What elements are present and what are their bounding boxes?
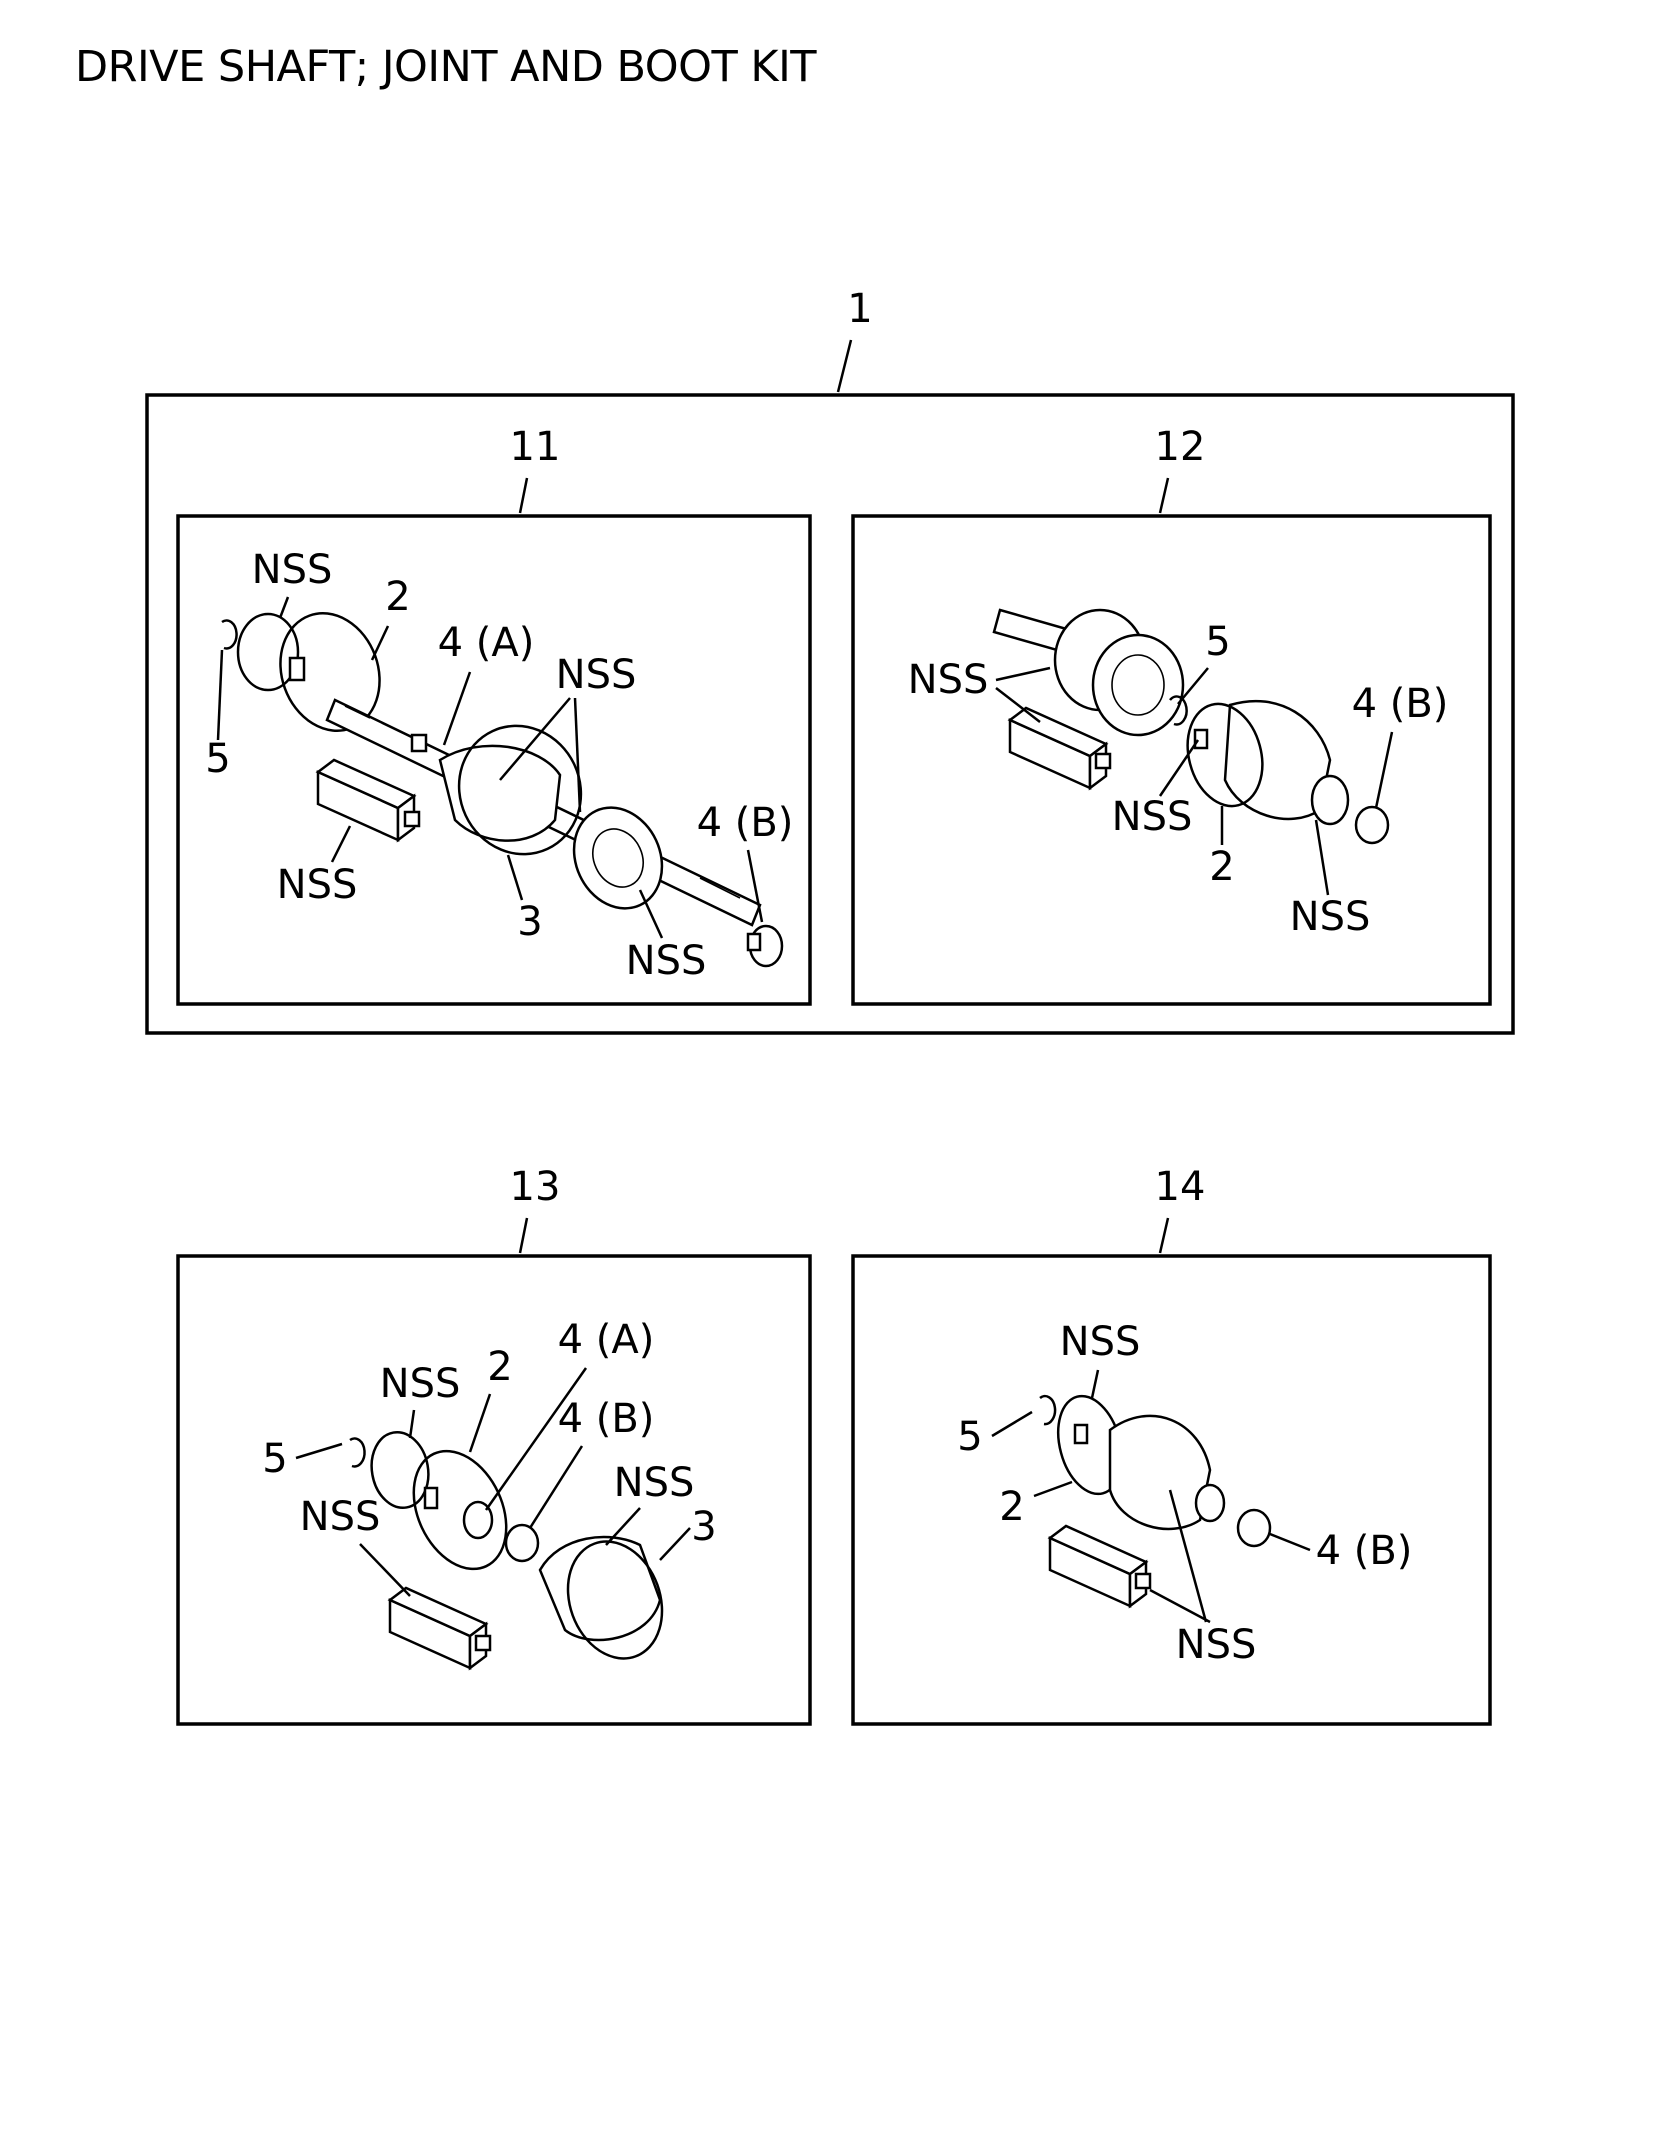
callout-nss: NSS — [908, 657, 989, 703]
o-ring-part — [236, 612, 300, 692]
callout-part-3: 3 — [691, 1504, 716, 1550]
kit-14-illustration — [1039, 1394, 1272, 1609]
clamp-4b-part — [1354, 805, 1390, 845]
boot-part — [438, 744, 562, 842]
callout-part-2: 2 — [487, 1344, 512, 1390]
snap-ring-part — [1169, 695, 1188, 726]
callout-nss: NSS — [1290, 894, 1371, 940]
grease-pack-part — [1007, 706, 1112, 791]
callout-nss: NSS — [380, 1361, 461, 1407]
grease-pack-part — [1047, 1524, 1152, 1609]
snap-ring-part — [221, 619, 238, 650]
callout-kit-11: 11 — [510, 424, 561, 470]
callout-part-3: 3 — [517, 899, 542, 945]
kit-11: 11 — [176, 424, 812, 1006]
kit-14: 14 NSS 5 2 4 (B) NSS — [851, 1164, 1492, 1726]
leader-kit-14 — [1158, 1217, 1170, 1254]
callout-nss: NSS — [1060, 1319, 1141, 1365]
callout-nss: NSS — [556, 652, 637, 698]
callout-kit-12: 12 — [1155, 424, 1206, 470]
snap-ring-part — [1039, 1394, 1057, 1426]
callout-nss: NSS — [277, 862, 358, 908]
snap-ring-part — [349, 1437, 366, 1468]
callout-nss: NSS — [626, 938, 707, 984]
clamp-buckle-part — [288, 656, 306, 682]
clamp-4a-part — [410, 733, 428, 753]
clamp-4b-part — [1236, 1508, 1272, 1548]
leader-kit-12 — [1158, 477, 1170, 514]
kit-12-frame — [851, 514, 1492, 1006]
grease-pack-part — [315, 758, 421, 843]
leader-kit-11 — [518, 477, 529, 514]
clamp-ring-part — [412, 1449, 508, 1571]
callout-part-2: 2 — [385, 574, 410, 620]
assembly-1: 1 — [145, 286, 1515, 1035]
callout-assembly-1: 1 — [847, 286, 872, 332]
kit-11-frame — [176, 514, 812, 1006]
callout-part-5: 5 — [262, 1436, 287, 1482]
callout-part-4b: 4 (B) — [697, 800, 794, 846]
kit-13-illustration — [349, 1431, 664, 1671]
callout-part-4b: 4 (B) — [1316, 1528, 1413, 1574]
callout-part-4b: 4 (B) — [558, 1396, 655, 1442]
leader-kit-13 — [518, 1217, 529, 1254]
callout-part-4a: 4 (A) — [438, 620, 535, 666]
callout-part-2: 2 — [999, 1484, 1024, 1530]
kit-12: 12 5 — [851, 424, 1492, 1006]
clamp-4a-part — [462, 1500, 494, 1540]
callout-part-4b: 4 (B) — [1352, 681, 1449, 727]
callout-part-5: 5 — [205, 736, 230, 782]
kit-12-illustration — [992, 608, 1390, 845]
callout-nss: NSS — [252, 547, 333, 593]
callout-kit-14: 14 — [1155, 1164, 1206, 1210]
outer-joint-part — [572, 806, 664, 910]
callout-part-4a: 4 (A) — [558, 1317, 655, 1363]
kit-13: 13 4 (A) NSS 2 5 4 (B) — [176, 1164, 812, 1726]
grease-pack-part — [387, 1586, 492, 1671]
callout-kit-13: 13 — [510, 1164, 561, 1210]
callout-nss: NSS — [614, 1460, 695, 1506]
callout-part-5: 5 — [957, 1414, 982, 1460]
boot-band-part — [457, 724, 583, 856]
clamp-4b-part — [746, 924, 784, 968]
callout-nss: NSS — [1176, 1622, 1257, 1668]
kit-14-frame — [851, 1254, 1492, 1726]
leader-assembly-1 — [836, 339, 853, 393]
page-title: DRIVE SHAFT; JOINT AND BOOT KIT — [75, 42, 817, 92]
callout-nss: NSS — [1112, 794, 1193, 840]
o-ring-part — [370, 1431, 430, 1509]
callout-nss: NSS — [300, 1494, 381, 1540]
boot-part — [1108, 1414, 1212, 1531]
boot-part — [538, 1535, 662, 1642]
assembly-1-frame — [145, 393, 1515, 1035]
clamp-4b-part — [504, 1523, 540, 1563]
callout-part-5: 5 — [1205, 619, 1230, 665]
kit-13-frame — [176, 1254, 812, 1726]
callout-part-2: 2 — [1209, 844, 1234, 890]
clamp-ring-part — [1186, 702, 1264, 808]
